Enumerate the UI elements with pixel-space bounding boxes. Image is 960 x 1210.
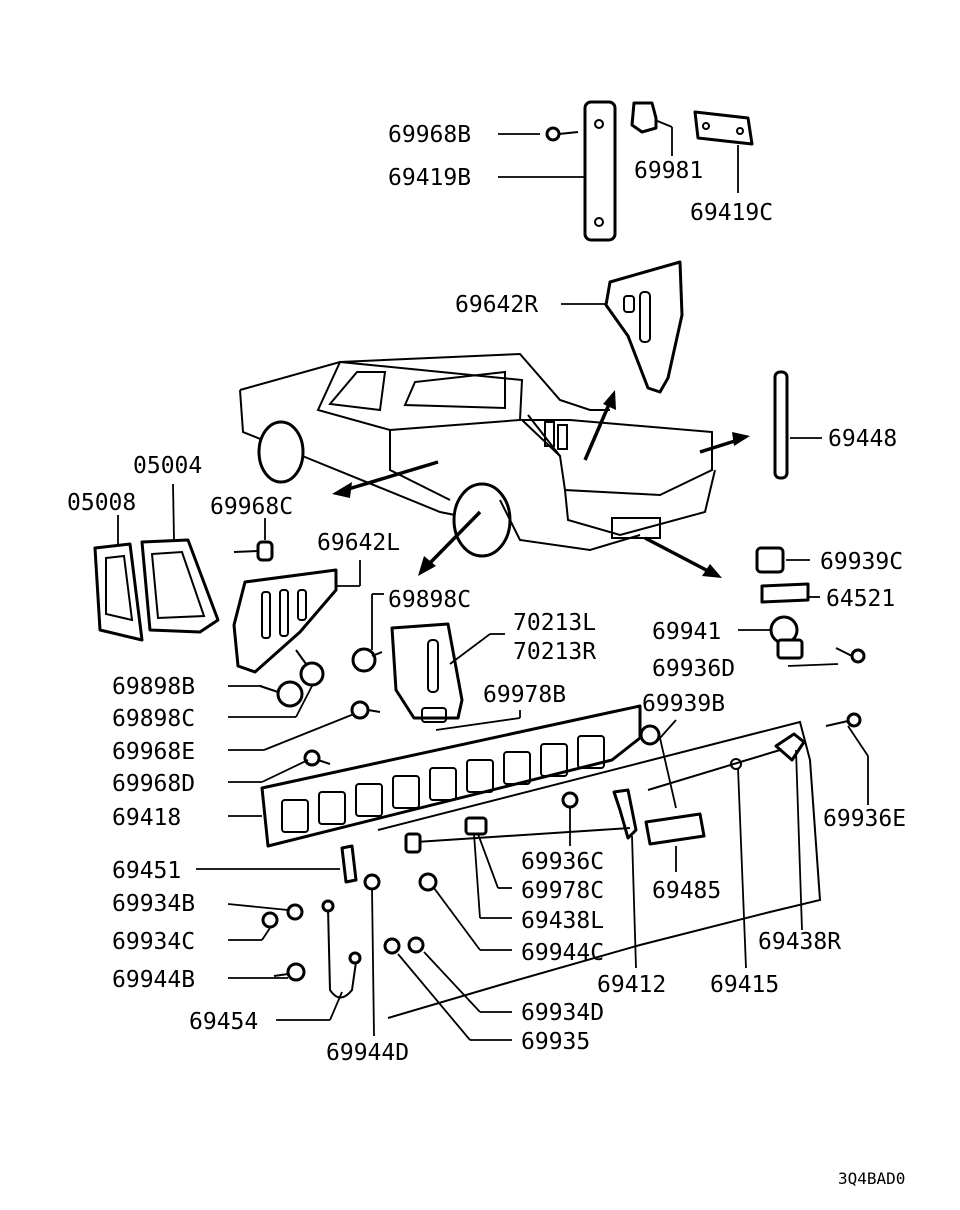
bolt-69968c (233, 540, 274, 562)
bolt-69968d (303, 749, 331, 767)
bolt-69968e (350, 700, 381, 720)
bracket-69642r (604, 260, 684, 394)
tailgate-panel (377, 720, 822, 1019)
label-05008: 05008 (67, 490, 136, 516)
washer-69935 (383, 937, 401, 955)
label-69936d: 69936D (652, 656, 735, 682)
label-69485: 69485 (652, 878, 721, 904)
label-69968b: 69968B (388, 122, 471, 148)
reflector-69419b (583, 100, 617, 242)
label-69412: 69412 (597, 972, 666, 998)
label-69941: 69941 (652, 619, 721, 645)
bracket-69642l (232, 568, 338, 674)
garnish-slot (466, 759, 494, 793)
label-69898b: 69898B (112, 674, 195, 700)
label-69981: 69981 (634, 158, 703, 184)
mudguard-05004 (140, 538, 220, 634)
screw-69936d (835, 647, 866, 664)
washer-69934b (286, 903, 304, 921)
screw-69968b (545, 126, 579, 142)
garnish-slot (503, 751, 531, 785)
label-69438l: 69438L (521, 908, 604, 934)
label-69939b: 69939B (642, 691, 725, 717)
garnish-slot (281, 799, 309, 833)
cushion-64521 (760, 582, 810, 604)
screw-69936e (825, 712, 862, 728)
label-69451: 69451 (112, 858, 181, 884)
label-69939c: 69939C (820, 549, 903, 575)
label-69418: 69418 (112, 805, 181, 831)
label-69978c: 69978C (521, 878, 604, 904)
label-69642l: 69642L (317, 530, 400, 556)
bolt-69898c (295, 649, 325, 687)
label-69944b: 69944B (112, 967, 195, 993)
label-69936c: 69936C (521, 849, 604, 875)
leader-lines (117, 119, 869, 1041)
label-69454: 69454 (189, 1009, 258, 1035)
bracket-69451 (340, 844, 358, 884)
mudguard-05008 (93, 542, 144, 642)
label-69944c: 69944C (521, 940, 604, 966)
garnish-slot (318, 791, 346, 825)
bracket-70213 (390, 622, 464, 723)
bolt-69944b (273, 962, 306, 982)
reflector-69419c (693, 110, 754, 146)
bolt-69944c (418, 872, 438, 892)
rod-69438l (404, 827, 631, 854)
bolt-69898b (259, 680, 304, 708)
label-69968c: 69968C (210, 494, 293, 520)
lock-69941 (769, 615, 804, 660)
garnish-slot (392, 775, 420, 809)
truck-body (239, 352, 716, 558)
pointer-arrows (332, 390, 750, 578)
lever-69412 (612, 788, 638, 840)
label-69935: 69935 (521, 1029, 590, 1055)
label-69438r: 69438R (758, 929, 841, 955)
bolt-69936c (561, 791, 579, 809)
label-69898c: 69898C (112, 706, 195, 732)
handle-69485 (644, 812, 706, 846)
garnish-slot (577, 735, 605, 769)
label-69898c-top: 69898C (388, 587, 471, 613)
garnish-slot (540, 743, 568, 777)
clip-69939c (755, 546, 785, 574)
diagram-code: 3Q4BAD0 (838, 1169, 905, 1188)
label-69419b: 69419B (388, 165, 471, 191)
latch-69438r (774, 732, 806, 762)
label-69415: 69415 (710, 972, 779, 998)
reflector-strip-69448 (773, 370, 789, 480)
label-69934c: 69934C (112, 929, 195, 955)
clip-69981 (630, 101, 658, 134)
label-69968d: 69968D (112, 771, 195, 797)
label-69934d: 69934D (521, 1000, 604, 1026)
bolt-69898c-top (351, 647, 383, 673)
garnish-slot (355, 783, 383, 817)
strap-69454 (321, 899, 362, 999)
washer-69934c (261, 911, 279, 929)
bumper-69939b (639, 724, 661, 746)
washer-69934d (407, 936, 425, 954)
label-70213r: 70213R (513, 639, 596, 665)
label-05004: 05004 (133, 453, 202, 479)
part-labels: 69968B 69419B 69981 69419C 69642R 69448 … (67, 122, 906, 1188)
label-69934b: 69934B (112, 891, 195, 917)
clip-69978c (464, 816, 488, 836)
label-69936e: 69936E (823, 806, 906, 832)
label-69968e: 69968E (112, 739, 195, 765)
label-69448: 69448 (828, 426, 897, 452)
label-69978b: 69978B (483, 682, 566, 708)
garnish-slot (429, 767, 457, 801)
label-69642r: 69642R (455, 292, 538, 318)
bolt-69944d (363, 873, 381, 891)
label-64521: 64521 (826, 586, 895, 612)
label-70213l: 70213L (513, 610, 596, 636)
label-69944d: 69944D (326, 1040, 409, 1066)
label-69419c: 69419C (690, 200, 773, 226)
